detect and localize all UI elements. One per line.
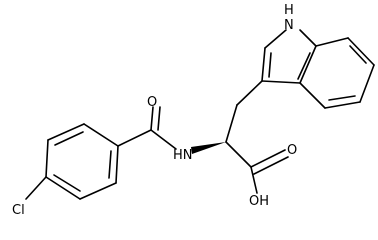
bond-c6-c5 — [359, 64, 375, 103]
bond-c3a-c3 — [261, 80, 301, 84]
acid-hydroxyl-label: OH — [249, 194, 269, 209]
bond-c3-cbeta — [236, 80, 263, 106]
indole-benzene-ring — [297, 37, 375, 109]
bond-c4-cl — [25, 176, 47, 200]
bond-c5-c4 — [324, 101, 361, 109]
bond-calpha-cacid — [225, 141, 252, 168]
bond-c5-c6 — [79, 182, 117, 200]
bond-c7-c6 — [347, 37, 375, 66]
bond-c4-c3a — [299, 82, 326, 109]
pyrrole-ring — [261, 29, 317, 84]
bond-c3-c2-double — [268, 52, 272, 78]
bond-cacid-o-single — [250, 149, 286, 168]
bond-ccarbonyl-o — [150, 106, 154, 131]
bond-c3-c4 — [45, 139, 49, 178]
amide-group — [117, 106, 177, 150]
bond-n-ccarbonyl — [150, 129, 177, 150]
bond-c4-c5 — [45, 176, 81, 200]
atom-labels: H N O HN O OH Cl — [12, 3, 297, 218]
bond-c7-c6-double — [349, 45, 367, 64]
bond-c7a-c3a — [299, 45, 317, 84]
amide-nh-label: HN — [173, 148, 193, 163]
bond-ccarbonyl-o-double — [157, 106, 161, 131]
bond-ccarbonyl-cipso — [117, 129, 152, 147]
chlorine-label: Cl — [12, 203, 25, 218]
bond-c4-c5-double — [53, 174, 81, 192]
amide-oxygen-label: O — [147, 95, 157, 110]
chlorobenzene-ring — [25, 123, 119, 200]
bond-cbeta-calpha — [225, 104, 238, 143]
bond-c2-c3 — [47, 123, 85, 141]
structure-canvas: H N O HN O OH Cl — [12, 3, 375, 218]
bond-c5-c4-double — [328, 95, 356, 101]
bond-c2-n1 — [264, 29, 287, 49]
chemical-structure: H N O HN O OH Cl — [12, 3, 375, 218]
bond-c1-c2 — [83, 123, 119, 147]
bond-c7a-c7 — [315, 37, 349, 47]
acid-oxygen-label: O — [287, 143, 297, 158]
side-chain — [191, 80, 289, 194]
indole-n-label: N — [284, 18, 294, 33]
bond-c6-c1-double — [108, 150, 112, 179]
bond-cacid-oh — [250, 166, 258, 194]
wedge-bond-calpha-n — [191, 142, 226, 154]
bond-c6-c1 — [115, 145, 119, 184]
bond-c7a-c3a-double — [297, 52, 311, 80]
bond-n1-c7a — [299, 29, 317, 47]
bond-c3-c2 — [261, 47, 266, 82]
bond-cacid-o-double — [253, 156, 289, 175]
bond-c2-c3-double — [54, 131, 84, 146]
indole-nh-label: H — [284, 3, 294, 18]
